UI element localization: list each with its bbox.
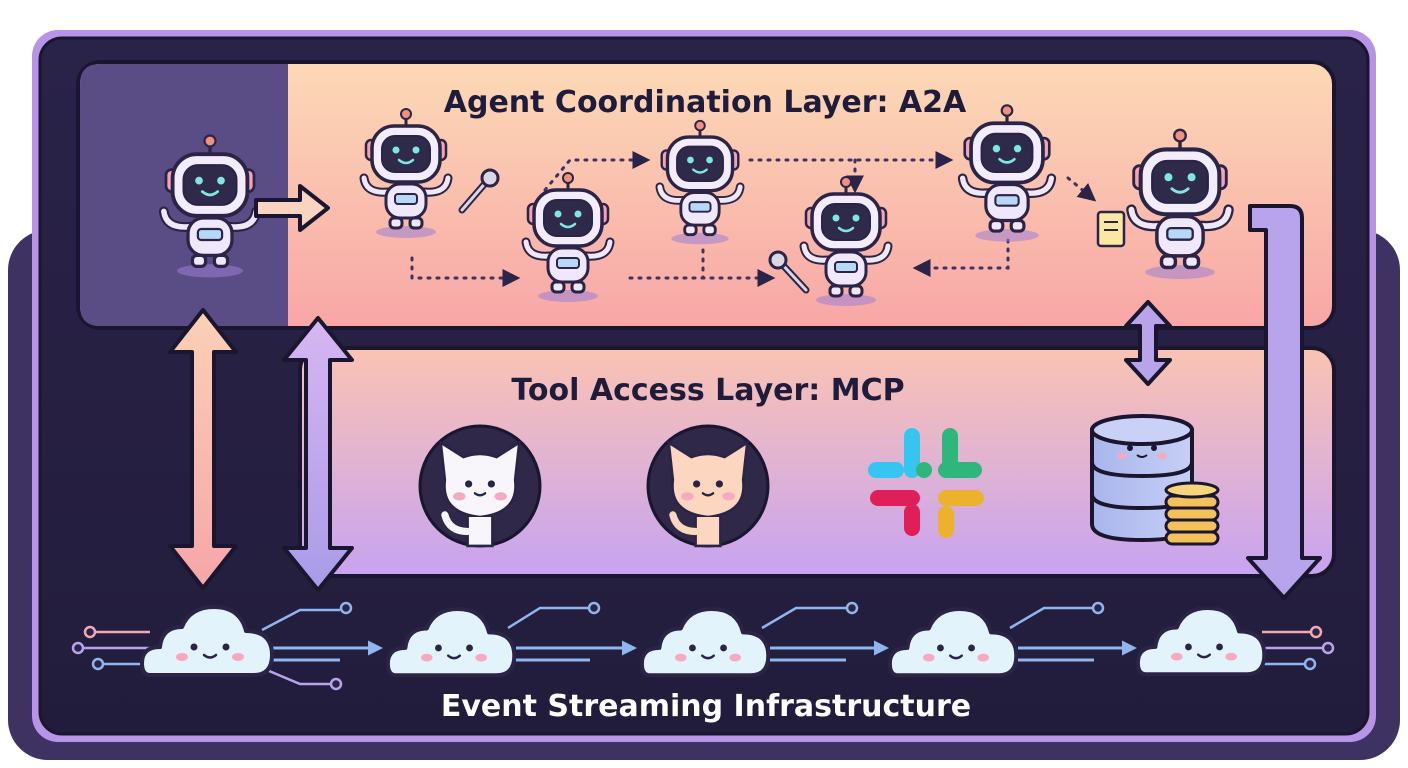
github-icon [648,426,768,546]
stream-arrows [270,640,1137,662]
tool-access-layer: Tool Access Layer: MCP [298,346,1336,578]
down-pipe-arrow [1246,204,1322,600]
center-double-arrow [282,316,354,592]
agents [164,105,1229,306]
tool-layer-title: Tool Access Layer: MCP [511,373,904,408]
left-double-arrow [168,308,238,590]
wrench-icon [458,168,500,214]
stream-layer-title: Event Streaming Infrastructure [441,689,971,724]
coins-icon [1164,481,1220,546]
agent-layer-title: Agent Coordination Layer: A2A [444,85,967,120]
right-double-arrow [1124,300,1172,386]
agent-connections [410,151,1097,287]
tools [420,414,1220,546]
event-stream: Event Streaming Infrastructure [71,601,1335,724]
circuit-lines-left [71,601,1335,691]
wrench-icon [768,250,810,294]
robot-icon [164,136,330,278]
slack-icon [868,428,984,538]
document-icon [1096,210,1126,248]
github-icon [420,426,540,546]
